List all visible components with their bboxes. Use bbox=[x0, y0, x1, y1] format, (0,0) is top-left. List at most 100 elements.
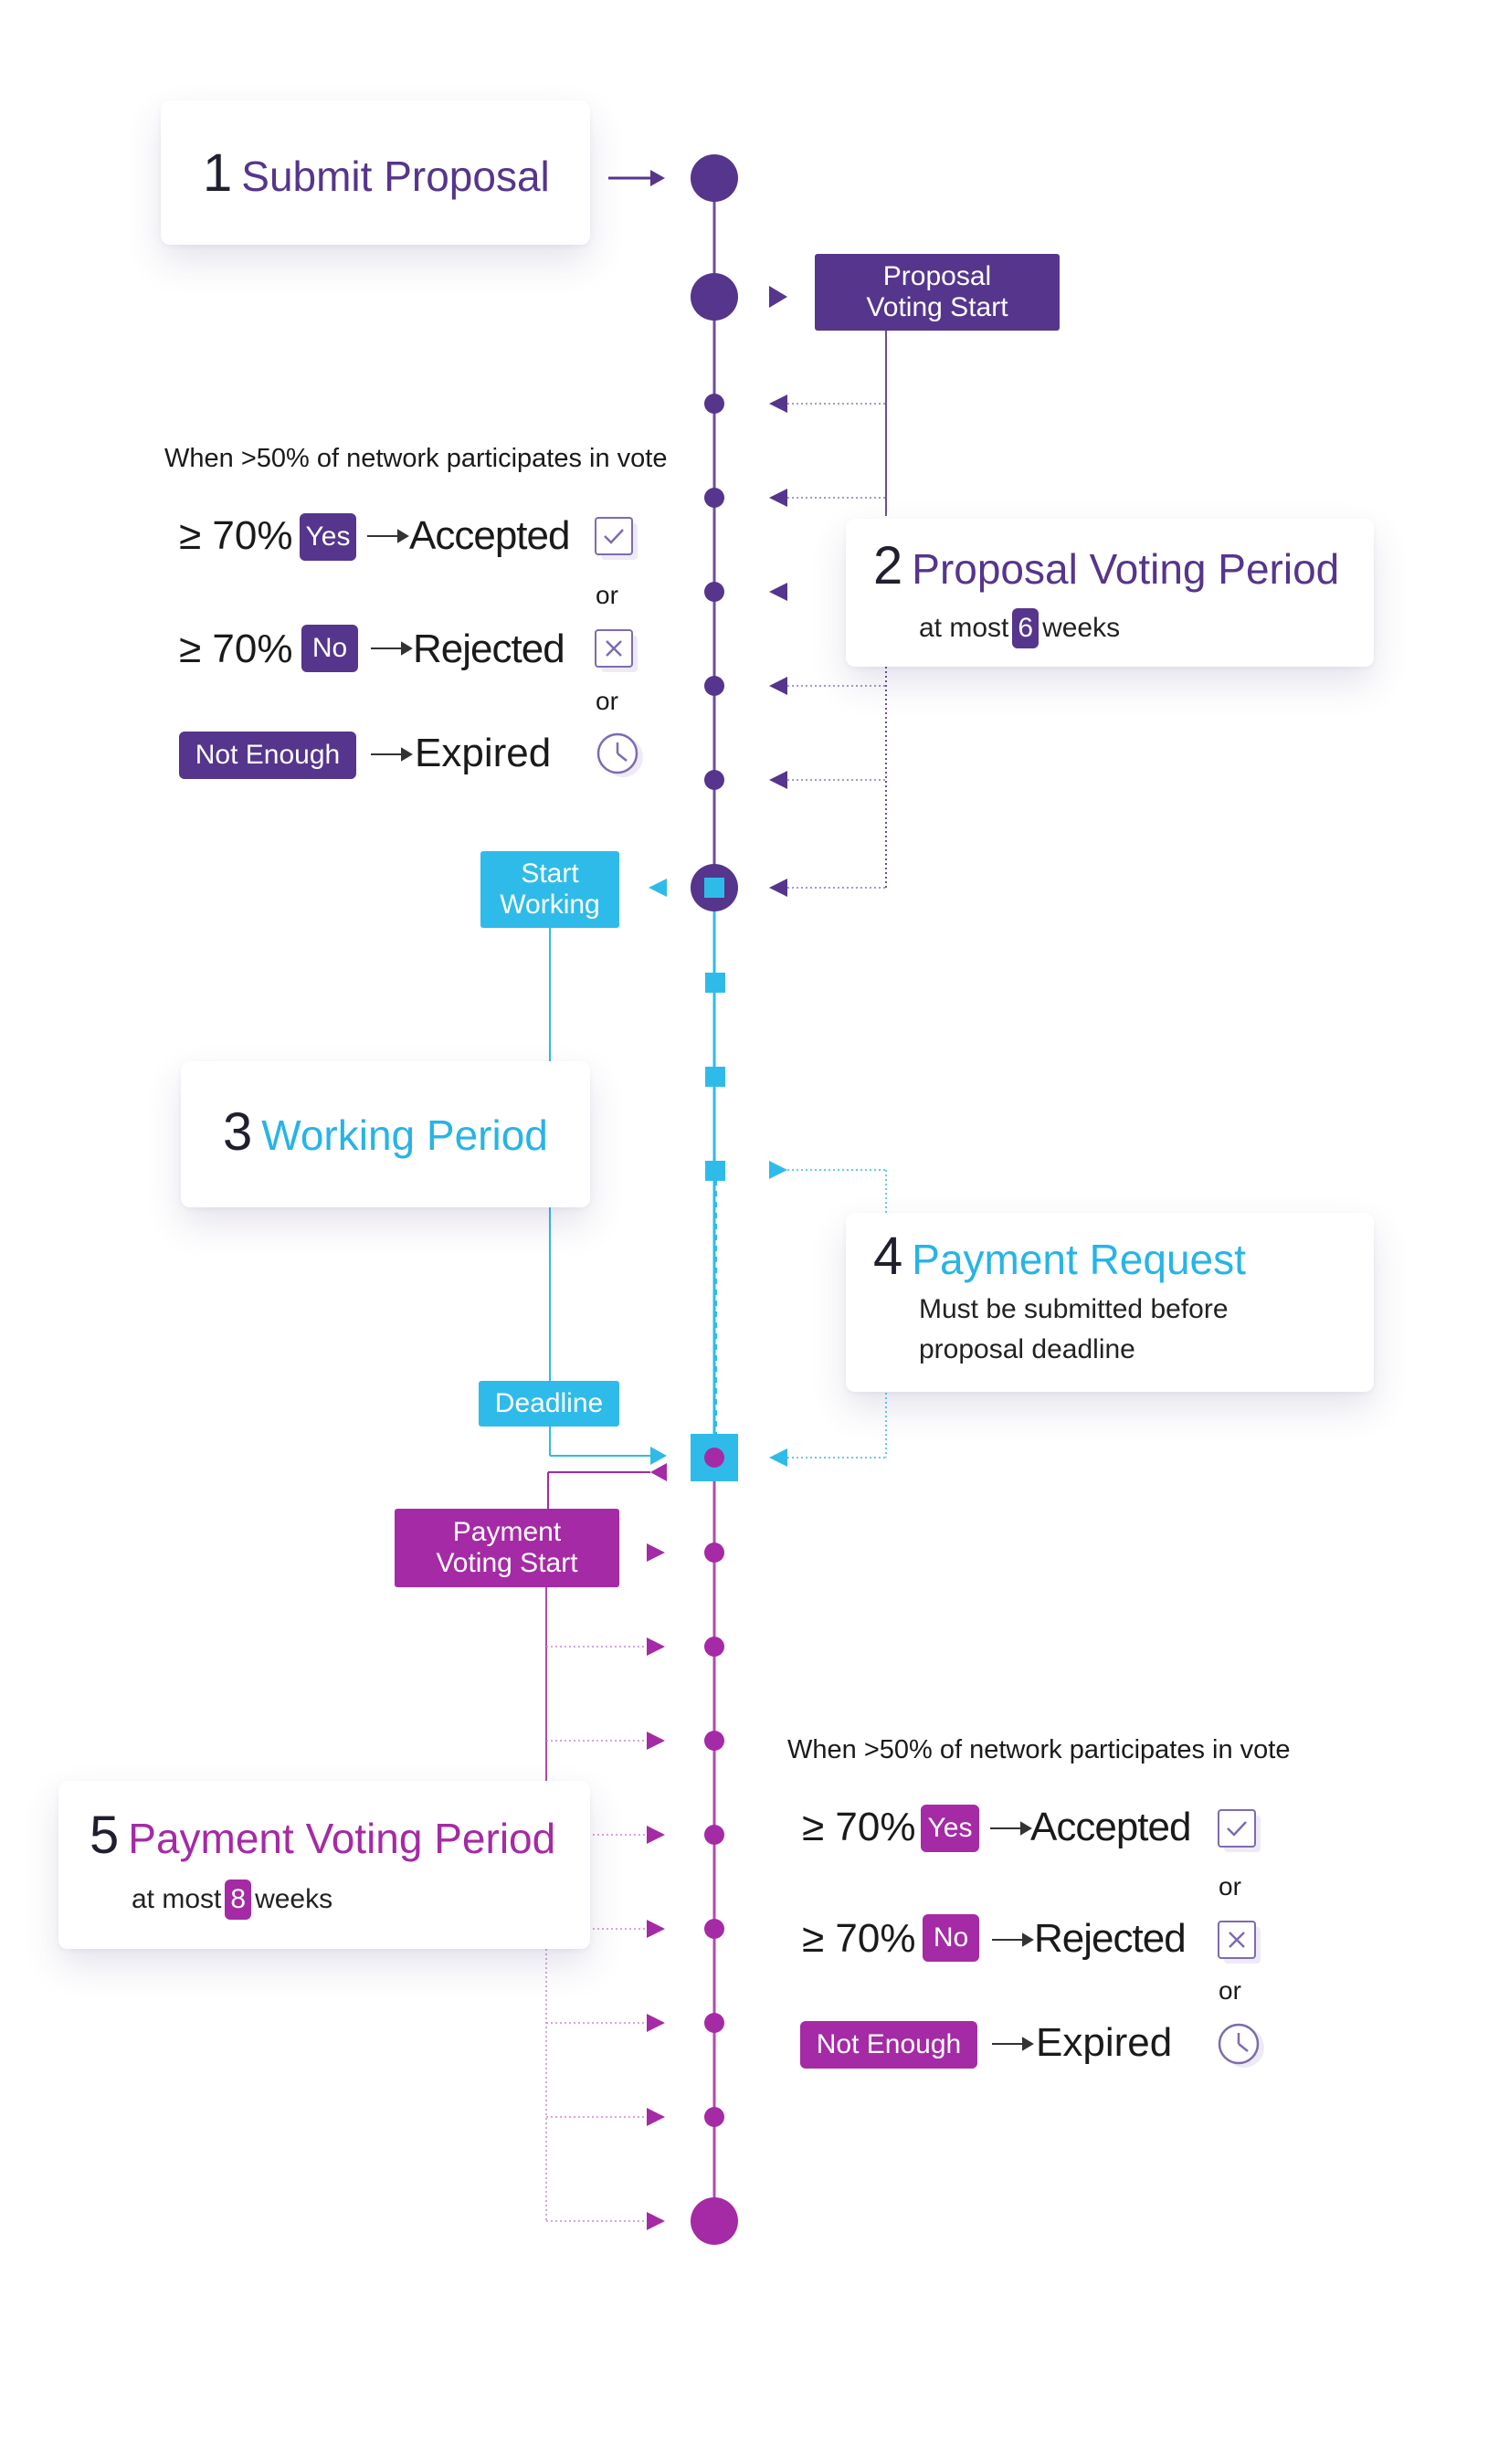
check-icon bbox=[595, 517, 638, 560]
no-tag: No bbox=[301, 625, 358, 672]
payment-request-arrowhead-bottom bbox=[769, 1448, 787, 1467]
payment-voting-start-label: Payment Voting Start bbox=[395, 1509, 619, 1587]
pv-arrow-1 bbox=[769, 395, 787, 413]
stage-number: 3 bbox=[223, 1102, 253, 1162]
pay-arrow-8 bbox=[647, 2212, 665, 2230]
deadline-arrowhead bbox=[650, 1447, 667, 1465]
pay-dot-1 bbox=[704, 1543, 724, 1563]
payment-vote-condition: When >50% of network participates in vot… bbox=[787, 1735, 1291, 1764]
pvs-arrowhead bbox=[769, 286, 787, 308]
start-working-arrowhead bbox=[649, 879, 667, 897]
pv-dot-5 bbox=[704, 770, 724, 790]
outcome-expired: Expired bbox=[1036, 2020, 1173, 2065]
yes-tag: Yes bbox=[921, 1805, 979, 1852]
not-enough-tag: Not Enough bbox=[179, 732, 356, 779]
node-submit bbox=[691, 154, 738, 202]
pv-dot-3 bbox=[704, 582, 724, 602]
pay-dot-7 bbox=[704, 2107, 724, 2127]
pv-arrow-4 bbox=[769, 677, 787, 695]
note-line-2: proposal deadline bbox=[919, 1334, 1135, 1364]
outcome-accepted: Accepted bbox=[409, 513, 570, 558]
threshold-yes: ≥ 70% bbox=[179, 513, 293, 558]
label-line: Voting Start bbox=[436, 1548, 578, 1578]
or-text: or bbox=[1219, 1976, 1241, 2005]
label-line: Working bbox=[500, 890, 600, 920]
threshold-no: ≥ 70% bbox=[802, 1916, 916, 1961]
label-line: Proposal bbox=[882, 261, 992, 291]
or-text: or bbox=[596, 581, 618, 609]
pv-arrow-3 bbox=[769, 583, 787, 601]
or-text: or bbox=[1219, 1872, 1241, 1901]
check-icon bbox=[1218, 1809, 1261, 1852]
working-square-1 bbox=[705, 973, 725, 993]
outcome-expired: Expired bbox=[415, 731, 552, 775]
pay-dot-4 bbox=[704, 1825, 724, 1845]
pay-arrow-4 bbox=[647, 1826, 665, 1844]
threshold-yes: ≥ 70% bbox=[802, 1805, 916, 1849]
rule-arrows-payment bbox=[990, 1821, 1034, 2051]
deadline-label: Deadline bbox=[479, 1381, 619, 1427]
outcome-accepted: Accepted bbox=[1030, 1805, 1191, 1849]
threshold-no: ≥ 70% bbox=[179, 627, 293, 671]
proposal-voting-start-label: Proposal Voting Start bbox=[815, 254, 1060, 331]
stage-title: Working Period bbox=[261, 1111, 548, 1159]
no-tag: No bbox=[923, 1914, 979, 1962]
pay-arrow-2 bbox=[647, 1637, 665, 1656]
pv-arrow-2 bbox=[769, 489, 787, 507]
pay-dot-2 bbox=[704, 1637, 724, 1657]
duration-value: 6 bbox=[1012, 608, 1039, 648]
stage-title: Payment Voting Period bbox=[128, 1815, 556, 1862]
proposal-vote-condition: When >50% of network participates in vot… bbox=[164, 444, 668, 473]
pv-dot-2 bbox=[704, 488, 724, 508]
working-square-2 bbox=[705, 1067, 725, 1087]
stage-number: 4 bbox=[873, 1227, 903, 1286]
clock-icon bbox=[1218, 2023, 1264, 2068]
pv-arrow-6 bbox=[769, 879, 787, 897]
pv-dot-1 bbox=[704, 394, 724, 414]
node-proposal-voting-start bbox=[691, 273, 738, 321]
pay-dot-3 bbox=[704, 1731, 724, 1751]
x-icon bbox=[595, 629, 638, 672]
pv-dot-4 bbox=[704, 676, 724, 696]
proposal-voting-ticks bbox=[704, 394, 886, 897]
start-working-label: Start Working bbox=[480, 851, 619, 928]
outcome-rejected: Rejected bbox=[413, 627, 565, 671]
clock-icon bbox=[596, 732, 643, 777]
submit-arrowhead bbox=[650, 170, 665, 186]
or-text: or bbox=[596, 687, 618, 715]
label-line: Payment bbox=[452, 1517, 562, 1547]
duration-prefix: at most bbox=[132, 1884, 222, 1914]
x-icon bbox=[1218, 1921, 1261, 1964]
duration-prefix: at most bbox=[919, 613, 1009, 643]
note-line-1: Must be submitted before bbox=[919, 1294, 1229, 1324]
pay-arrow-6 bbox=[647, 2014, 665, 2032]
label-line: Start bbox=[521, 858, 579, 889]
duration-suffix: weeks bbox=[1042, 613, 1121, 643]
node-start-working-square bbox=[704, 878, 724, 898]
pay-dot-5 bbox=[704, 1919, 724, 1939]
payment-voting-ticks bbox=[546, 1543, 724, 2230]
stage-title: Proposal Voting Period bbox=[912, 545, 1340, 593]
node-deadline-dot bbox=[704, 1448, 724, 1468]
working-square-3 bbox=[705, 1161, 725, 1181]
node-end bbox=[691, 2197, 738, 2245]
stage-number: 5 bbox=[90, 1806, 120, 1865]
not-enough-tag: Not Enough bbox=[800, 2021, 977, 2069]
outcome-rejected: Rejected bbox=[1034, 1916, 1187, 1961]
duration-suffix: weeks bbox=[255, 1884, 333, 1914]
stage-number: 2 bbox=[873, 536, 903, 595]
pay-arrow-7 bbox=[647, 2108, 665, 2126]
payment-request-note: Must be submitted before proposal deadli… bbox=[919, 1290, 1229, 1370]
yes-tag: Yes bbox=[300, 513, 356, 561]
